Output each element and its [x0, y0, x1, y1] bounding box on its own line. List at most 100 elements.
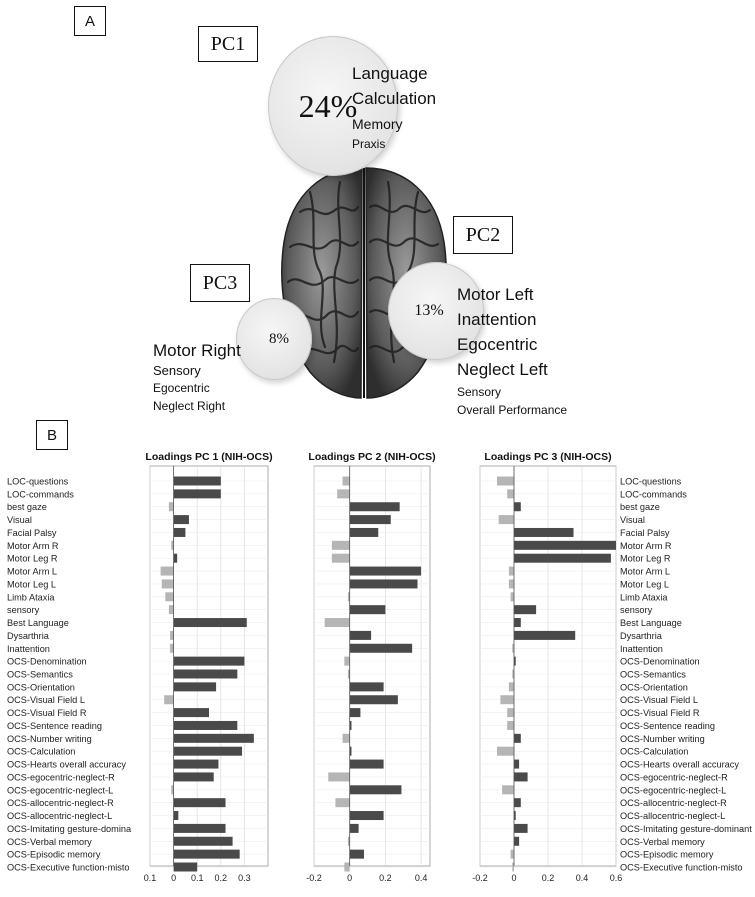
category-label: OCS-Calculation: [620, 747, 688, 757]
category-label: LOC-questions: [620, 477, 682, 487]
chart-title: Loadings PC 3 (NIH-OCS): [484, 451, 611, 463]
category-label: Limb Ataxia: [620, 592, 668, 602]
category-label: Facial Palsy: [620, 528, 670, 538]
loading-bar: [514, 630, 576, 640]
loading-bar: [349, 630, 372, 640]
loading-bar: [349, 643, 413, 653]
loading-bar: [331, 553, 350, 563]
loading-bar: [514, 540, 616, 550]
category-label: Motor Leg R: [7, 554, 58, 564]
x-tick-label: 0.2: [542, 873, 555, 883]
category-label: OCS-allocentric-neglect-L: [7, 811, 112, 821]
loading-bar: [349, 515, 391, 525]
loading-bar: [349, 566, 422, 576]
loading-bar: [337, 489, 350, 499]
loading-bar: [171, 540, 174, 550]
category-label: Dysarthria: [620, 631, 663, 641]
category-label: OCS-Sentence reading: [620, 721, 715, 731]
loading-bar: [173, 849, 240, 859]
loading-bar: [498, 515, 514, 525]
category-label: Best Language: [620, 618, 682, 628]
loading-bar: [173, 811, 179, 821]
loading-bar: [347, 836, 350, 846]
loading-bar: [502, 785, 514, 795]
panel-a: A PC1: [0, 0, 755, 420]
loading-bar: [349, 759, 384, 769]
loading-bar: [168, 605, 174, 615]
loading-bar: [173, 682, 217, 692]
loading-bar: [349, 527, 379, 537]
x-tick-label: 0.2: [379, 873, 392, 883]
panel-b-letter: B: [36, 420, 68, 450]
category-label: sensory: [7, 605, 40, 615]
loading-bar: [349, 502, 400, 512]
loading-bar: [173, 798, 226, 808]
category-label: OCS-Hearts overall accuracy: [7, 760, 126, 770]
loading-bar: [514, 605, 537, 615]
x-tick-label: -0.2: [306, 873, 322, 883]
x-tick-label: 0: [171, 873, 176, 883]
category-label: OCS-Calculation: [7, 747, 75, 757]
category-label: OCS-allocentric-neglect-R: [7, 798, 114, 808]
loading-bar: [173, 527, 186, 537]
category-label: OCS-Denomination: [7, 657, 87, 667]
loading-bar: [173, 836, 233, 846]
x-tick-label: 0.3: [238, 873, 251, 883]
pc1-feature-praxis: Praxis: [352, 137, 386, 151]
loading-bar: [512, 643, 514, 653]
loading-bar: [349, 682, 384, 692]
pc2-feature-overall-performance: Overall Performance: [457, 403, 568, 417]
loading-bar: [173, 489, 221, 499]
loading-bar: [160, 566, 174, 576]
loading-bar: [344, 862, 350, 872]
loading-bar: [344, 656, 350, 666]
loading-bar: [510, 849, 514, 859]
loading-bar: [328, 772, 350, 782]
loading-bar: [173, 862, 198, 872]
category-label: Motor Arm R: [620, 541, 672, 551]
category-label: Visual: [620, 515, 645, 525]
loading-bar: [170, 630, 174, 640]
pc1-feature-language: Language: [352, 64, 428, 83]
category-label: OCS-allocentric-neglect-L: [620, 811, 725, 821]
pc3-percent: 8%: [269, 330, 289, 347]
loading-bar: [514, 823, 528, 833]
x-tick-label: 0.2: [215, 873, 228, 883]
category-label: OCS-egocentric-neglect-L: [7, 785, 113, 795]
category-label: OCS-Number writing: [620, 734, 705, 744]
loading-bar: [514, 733, 521, 743]
category-label: OCS-Imitating gesture-domina: [7, 824, 132, 834]
loading-bar: [349, 695, 398, 705]
loading-bar: [497, 476, 514, 486]
category-label: OCS-allocentric-neglect-R: [620, 798, 727, 808]
loading-bar: [165, 592, 174, 602]
category-label: OCS-Semantics: [620, 670, 686, 680]
loading-bar: [173, 720, 238, 730]
category-label: OCS-egocentric-neglect-R: [7, 772, 115, 782]
loading-bar: [349, 579, 418, 589]
category-label: LOC-commands: [7, 489, 74, 499]
x-tick-label: 0: [347, 873, 352, 883]
pc3-feature-sensory: Sensory: [153, 363, 201, 378]
category-label: best gaze: [620, 502, 660, 512]
category-label: sensory: [620, 605, 653, 615]
chart-title: Loadings PC 2 (NIH-OCS): [308, 451, 435, 463]
loading-bar: [507, 708, 514, 718]
category-label: Motor Arm L: [7, 567, 57, 577]
category-label: OCS-Number writing: [7, 734, 92, 744]
category-label: OCS-Orientation: [7, 682, 75, 692]
loading-bar: [508, 682, 514, 692]
category-label: OCS-Semantics: [7, 670, 73, 680]
loading-bar: [514, 618, 521, 628]
loading-bar: [173, 515, 189, 525]
loading-bar: [514, 836, 520, 846]
pc2-feature-sensory: Sensory: [457, 385, 502, 399]
loading-bar: [349, 746, 352, 756]
category-label: OCS-Episodic memory: [620, 850, 714, 860]
loading-bar: [514, 811, 516, 821]
loading-bar: [512, 862, 514, 872]
pc2-feature-neglect-left: Neglect Left: [457, 360, 548, 379]
pc2-percent: 13%: [414, 302, 444, 319]
